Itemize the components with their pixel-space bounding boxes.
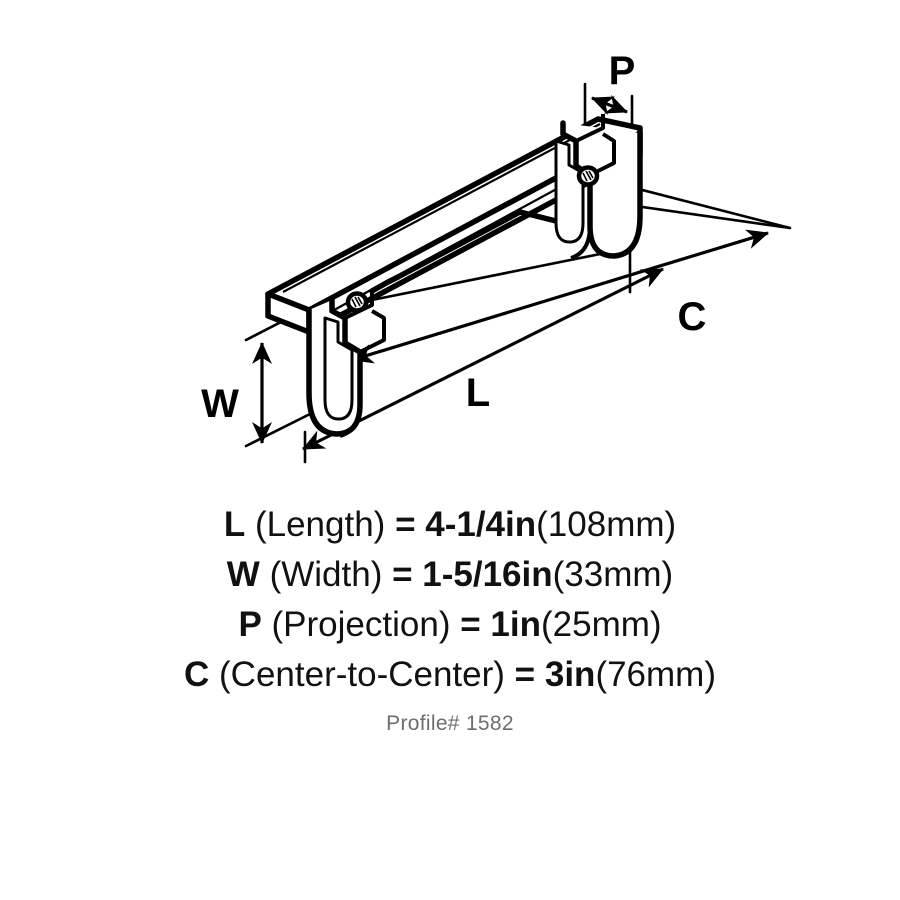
profile-number: Profile# 1582: [386, 712, 514, 735]
spec-equals-width: =: [392, 555, 413, 594]
spec-metric-length: (108mm): [536, 505, 677, 544]
spec-line-center-to-center: C (Center-to-Center) = 3in(76mm): [0, 650, 900, 700]
spec-name-projection: (Projection): [271, 605, 451, 644]
spec-equals-projection: =: [460, 605, 481, 644]
spec-name-width: (Width): [269, 555, 383, 594]
spec-imperial-length: 4-1/4in: [425, 505, 537, 544]
left-foot-inner-panel: [323, 316, 354, 421]
spec-metric-width: (33mm): [552, 555, 674, 594]
spec-key-width: W: [226, 555, 260, 594]
left-screw-hatch: [351, 296, 363, 308]
left-foot-notch: [344, 291, 374, 320]
spec-imperial-width: 1-5/16in: [422, 555, 553, 594]
spec-equals-center-to-center: =: [514, 655, 536, 694]
right-screw-hatch: [582, 170, 594, 182]
left-foot-step: [359, 309, 386, 354]
right-foot-notch: [575, 114, 605, 143]
spec-key-length: L: [223, 505, 246, 544]
right-foot-inner-panel: [554, 139, 585, 244]
product-technical-drawing: P W L C: [201, 49, 792, 464]
spec-key-center-to-center: C: [184, 655, 210, 694]
handle-drawing-svg: P W L C: [201, 49, 792, 464]
right-foot-outer: [560, 120, 643, 259]
spec-line-length: L (Length) = 4-1/4in(108mm): [0, 500, 900, 550]
spec-line-projection: P (Projection) = 1in(25mm): [0, 600, 900, 650]
left-foot-round-base: [339, 403, 362, 438]
dimension-label-center-to-center: C: [678, 295, 707, 339]
spec-name-center-to-center: (Center-to-Center): [219, 655, 505, 694]
spec-name-length: (Length): [254, 505, 386, 544]
spec-imperial-projection: 1in: [490, 605, 541, 644]
spec-equals-length: =: [395, 505, 416, 544]
spec-metric-center-to-center: (76mm): [595, 655, 716, 694]
spec-metric-projection: (25mm): [540, 605, 662, 644]
dimension-label-projection: P: [609, 49, 636, 93]
right-foot-step: [589, 132, 616, 177]
specification-list: L (Length) = 4-1/4in(108mm) W (Width) = …: [0, 500, 900, 700]
dimension-label-width: W: [201, 382, 239, 426]
bar-inner-rail-left: [369, 274, 401, 294]
right-foot-round-base: [570, 225, 592, 260]
spec-key-projection: P: [238, 605, 262, 644]
bar-top-highlight: [282, 123, 601, 293]
handle-body: [265, 114, 643, 438]
c-leader-line: [356, 248, 621, 305]
spec-imperial-center-to-center: 3in: [544, 655, 596, 694]
spec-line-width: W (Width) = 1-5/16in(33mm): [0, 550, 900, 600]
p-dimension-arrow: [591, 94, 628, 116]
c-dimension-arrow: [351, 229, 769, 364]
dimension-label-length: L: [466, 371, 490, 415]
c-extension-right-upper: [626, 203, 792, 230]
